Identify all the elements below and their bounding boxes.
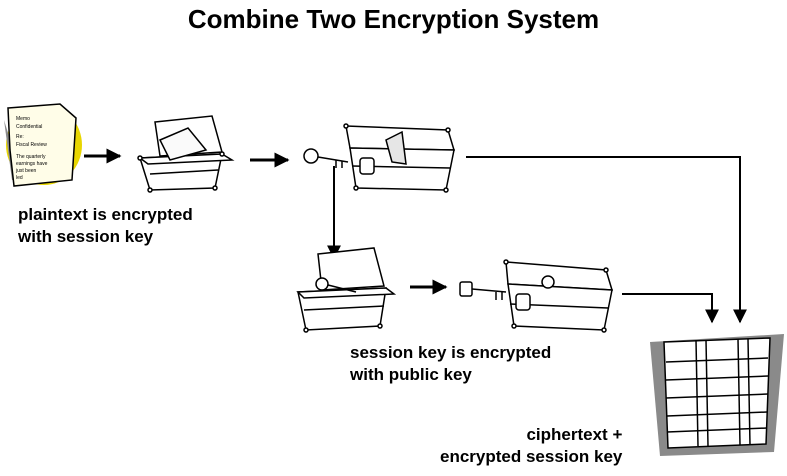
doc-line-4: Fiscal Review	[16, 142, 47, 148]
result-label: ciphertext + encrypted session key	[440, 424, 622, 468]
doc-line-1: Memo	[16, 116, 30, 122]
doc-line-6: earnings have	[16, 161, 48, 167]
session-key-step-label: session key is encrypted with public key	[350, 342, 551, 386]
result-line-1: ciphertext +	[526, 425, 623, 444]
ciphertext-bundle-icon	[650, 334, 784, 456]
plaintext-step-line-1: plaintext is encrypted	[18, 205, 193, 224]
doc-line-3: Re:	[16, 134, 24, 140]
public-key-icon	[459, 281, 507, 300]
locked-key-chest-icon	[503, 259, 614, 333]
session-key-step-line-2: with public key	[350, 365, 472, 384]
session-key-step-line-1: session key is encrypted	[350, 343, 552, 362]
doc-line-8: led	[16, 175, 23, 181]
doc-line-7: just been	[15, 168, 37, 174]
result-line-2: encrypted session key	[440, 447, 623, 466]
doc-line-2: Confidential	[16, 124, 42, 130]
arrow-encrypted-key-to-bundle	[622, 293, 719, 324]
open-chest-with-key-icon	[296, 247, 397, 333]
diagram-title: Combine Two Encryption System	[187, 4, 600, 34]
session-key-icon	[303, 148, 349, 168]
plaintext-document-icon: Memo Confidential Re: Fiscal Review The …	[4, 103, 82, 187]
plaintext-step-line-2: with session key	[18, 227, 154, 246]
plaintext-step-label: plaintext is encrypted with session key	[18, 204, 193, 248]
locked-chest-icon	[343, 123, 456, 193]
open-chest-icon	[137, 115, 235, 193]
doc-line-5: The quarterly	[16, 154, 46, 160]
arrow-ciphertext-to-bundle	[466, 156, 747, 324]
